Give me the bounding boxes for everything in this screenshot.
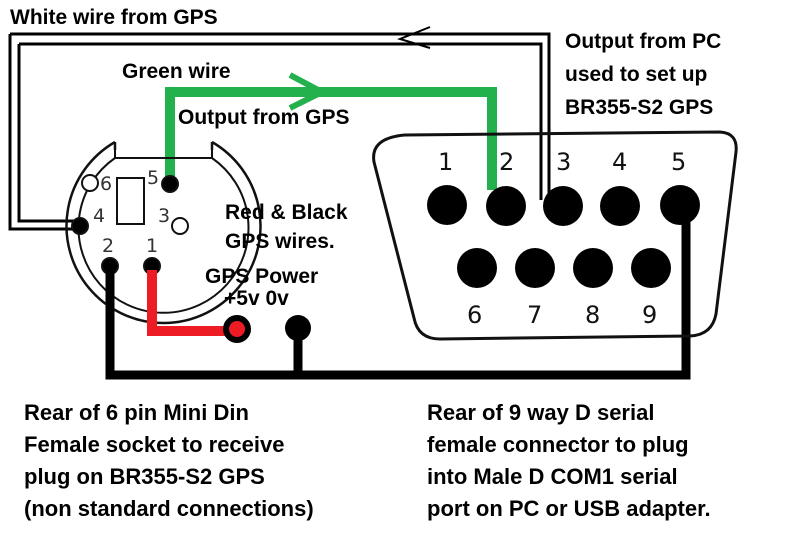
din-pin-label-2: 2: [102, 235, 114, 257]
dsub-pin-6: [457, 248, 497, 288]
output-from-gps-label: Output from GPS: [178, 106, 350, 129]
green-wire-label: Green wire: [122, 60, 231, 83]
din-pin-label-6: 6: [100, 173, 112, 195]
mini-din-caption-line-4: (non standard connections): [24, 496, 314, 521]
green-wire-arrow-icon: [288, 72, 329, 111]
white-wire-arrow-icon: [396, 26, 431, 49]
output-from-pc-label-line-3: BR355-S2 GPS: [565, 96, 713, 119]
din-pin-4: [71, 217, 89, 235]
power-terminals-label: +5v 0v: [224, 287, 289, 310]
dsub-caption-line-2: female connector to plug: [427, 432, 689, 457]
dsub-pin-8: [573, 248, 613, 288]
dsub-pin-9: [631, 248, 671, 288]
dsub-caption-line-3: into Male D COM1 serial: [427, 464, 678, 489]
din-pin-6: [81, 174, 99, 192]
dsub-pin-label-8: 8: [585, 301, 600, 329]
din-pin-label-3: 3: [158, 205, 170, 227]
plus-5v-terminal: [223, 315, 251, 343]
dsub-pin-5: [660, 185, 700, 225]
dsub-pin-label-1: 1: [438, 148, 453, 176]
mini-din-socket: 6 5 4 3 2 1: [65, 140, 262, 325]
mini-din-caption-line-2: Female socket to receive: [24, 432, 284, 457]
din-pin-5: [161, 175, 179, 193]
zero-v-terminal: [285, 315, 311, 341]
dsub-pin-7: [515, 248, 555, 288]
dsub-pin-label-3: 3: [556, 148, 571, 176]
black-wire: [105, 202, 691, 380]
din-pin-3: [171, 217, 189, 235]
dsub-pin-label-5: 5: [671, 148, 686, 176]
red-black-label-line-2: GPS wires.: [225, 230, 335, 253]
dsub-caption-line-1: Rear of 9 way D serial: [427, 400, 654, 425]
dsub-connector: 1 2 3 4 5 6 7 8 9: [372, 130, 738, 341]
dsub-pin-label-2: 2: [499, 148, 514, 176]
dsub-pin-label-7: 7: [527, 301, 542, 329]
red-black-label-line-1: Red & Black: [225, 201, 348, 224]
mini-din-caption-line-1: Rear of 6 pin Mini Din: [24, 400, 249, 425]
dsub-caption-line-4: port on PC or USB adapter.: [427, 496, 711, 521]
din-pin-label-1: 1: [146, 235, 158, 257]
mini-din-key: [116, 177, 145, 225]
dsub-pin-label-4: 4: [612, 148, 627, 176]
white-wire: [8, 26, 551, 231]
red-wire: [147, 270, 235, 336]
dsub-pin-2: [486, 186, 526, 226]
dsub-pin-label-6: 6: [467, 301, 482, 329]
dsub-pin-label-9: 9: [642, 301, 657, 329]
output-from-pc-label-line-2: used to set up: [565, 63, 707, 86]
dsub-pin-1: [427, 185, 467, 225]
green-wire: [165, 72, 497, 190]
dsub-pin-3: [543, 186, 583, 226]
mini-din-caption-line-3: plug on BR355-S2 GPS: [24, 464, 265, 489]
din-pin-label-5: 5: [147, 167, 159, 189]
din-pin-label-4: 4: [93, 205, 105, 227]
dsub-pin-4: [600, 186, 640, 226]
gps-power-label: GPS Power: [205, 265, 318, 288]
white-wire-label: White wire from GPS: [10, 6, 218, 29]
output-from-pc-label-line-1: Output from PC: [565, 30, 721, 53]
